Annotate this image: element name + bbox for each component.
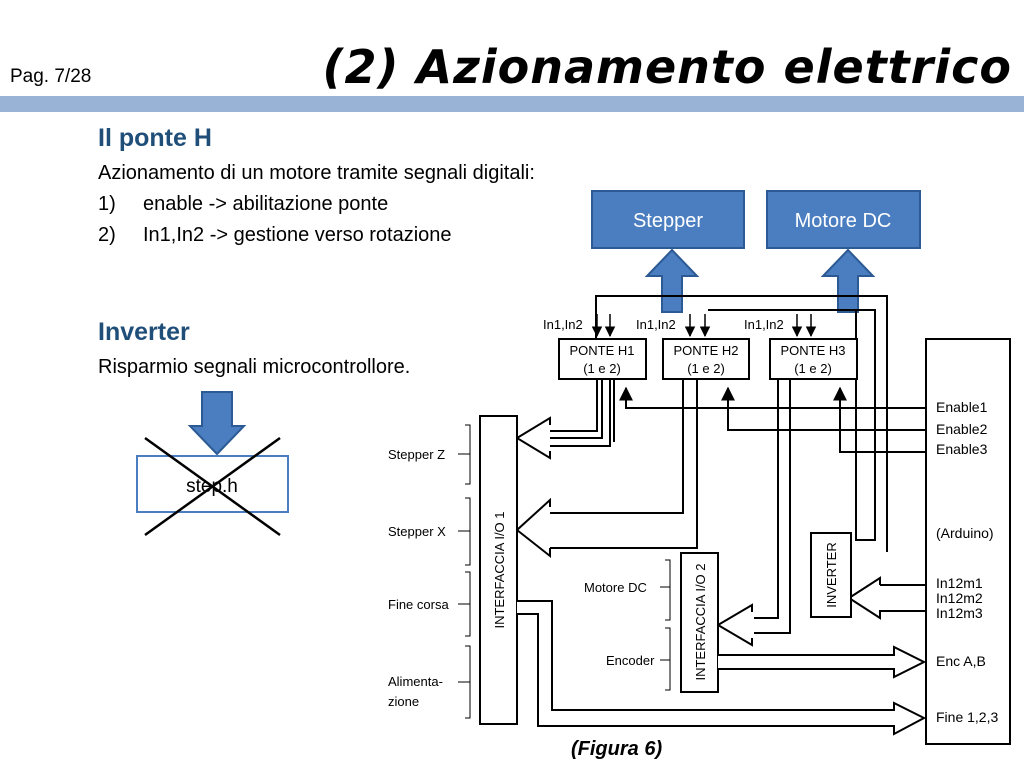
- list-text: enable -> abilitazione ponte: [143, 193, 389, 215]
- stepper-box: [591, 190, 745, 249]
- arduino-enable2: Enable2: [936, 421, 988, 437]
- left-brackets: [458, 424, 671, 719]
- section-title-ponte-h: Il ponte H: [98, 124, 212, 152]
- inverter-label: INVERTER: [824, 542, 839, 608]
- interfaccia-2-box: [680, 552, 719, 693]
- bridge-title: PONTE H2: [673, 343, 738, 358]
- hollow-left-arrow-icon: [515, 497, 551, 559]
- page-number: Pag. 7/28: [10, 66, 92, 87]
- bridge-output-wires: [548, 295, 888, 552]
- arduino-enable3: Enable3: [936, 441, 988, 457]
- bridge-subtitle: (1 e 2): [583, 361, 621, 376]
- arduino-enable1: Enable1: [936, 399, 988, 415]
- bridge-title: PONTE H1: [569, 343, 634, 358]
- interfaccia-2-label: INTERFACCIA I/O 2: [693, 563, 708, 680]
- hollow-left-arrow-icon: [716, 603, 753, 647]
- list-item: 1) enable -> abilitazione ponte: [98, 193, 388, 216]
- figure-caption: (Figura 6): [571, 738, 663, 760]
- bridge-input-arrows: [591, 314, 817, 338]
- bridge-subtitle: (1 e 2): [687, 361, 725, 376]
- label-encoder: Encoder: [606, 653, 655, 668]
- label-alimentazione-1: Alimenta-: [388, 674, 443, 689]
- motore-dc-box-label: Motore DC: [795, 210, 892, 232]
- list-number: 2): [98, 224, 116, 246]
- label-stepper-x: Stepper X: [388, 524, 446, 539]
- list-text: In1,In2 -> gestione verso rotazione: [143, 224, 452, 246]
- bridge-h1: PONTE H1 (1 e 2): [558, 338, 647, 380]
- arduino-box: [925, 338, 1011, 745]
- bridge-h2: PONTE H2 (1 e 2): [662, 338, 750, 380]
- arduino-label: (Arduino): [936, 525, 994, 541]
- bridge-input-label: In1,In2: [744, 317, 784, 332]
- bridge-input-label: In1,In2: [636, 317, 676, 332]
- hollow-right-arrow-icon: [517, 600, 927, 736]
- arduino-fine: Fine 1,2,3: [936, 709, 998, 725]
- bridge-title: PONTE H3: [780, 343, 845, 358]
- inverter-text: Risparmio segnali microcontrollore.: [98, 356, 411, 378]
- arduino-enc: Enc A,B: [936, 653, 986, 669]
- section-title-inverter: Inverter: [98, 318, 190, 346]
- hollow-left-arrow-icon: [847, 576, 926, 620]
- arduino-in12m3: In12m3: [936, 605, 983, 621]
- label-alimentazione-2: zione: [388, 694, 419, 709]
- step-h-box: [136, 455, 289, 513]
- hollow-left-arrow-icon: [515, 416, 551, 460]
- interfaccia-1-box: [479, 415, 518, 725]
- label-fine-corsa: Fine corsa: [388, 597, 449, 612]
- up-arrow-icon: [644, 248, 700, 313]
- cross-line: [144, 436, 281, 537]
- bridge-down-wires: [550, 379, 926, 634]
- slide-title: (2) Azionamento elettrico: [322, 40, 1012, 94]
- list-item: 2) In1,In2 -> gestione verso rotazione: [98, 224, 452, 247]
- hollow-right-arrow-icon: [718, 645, 927, 679]
- title-divider-bar: [0, 96, 1024, 112]
- inverter-box: [810, 532, 852, 618]
- bridge-h3: PONTE H3 (1 e 2): [769, 338, 858, 380]
- step-h-crossed-diagram: step.h: [136, 391, 289, 537]
- bridge-input-label: In1,In2: [543, 317, 583, 332]
- down-arrow-icon: [187, 391, 247, 456]
- arduino-in12m1: In12m1: [936, 575, 983, 591]
- up-arrow-icon: [820, 248, 876, 313]
- motore-dc-box: [766, 190, 921, 249]
- arduino-in12m2: In12m2: [936, 590, 983, 606]
- label-motore-dc: Motore DC: [584, 580, 647, 595]
- list-number: 1): [98, 193, 116, 215]
- stepper-box-label: Stepper: [633, 210, 703, 232]
- label-stepper-z: Stepper Z: [388, 447, 445, 462]
- ponte-intro-text: Azionamento di un motore tramite segnali…: [98, 162, 535, 184]
- interfaccia-1-label: INTERFACCIA I/O 1: [492, 511, 507, 628]
- bridge-subtitle: (1 e 2): [794, 361, 832, 376]
